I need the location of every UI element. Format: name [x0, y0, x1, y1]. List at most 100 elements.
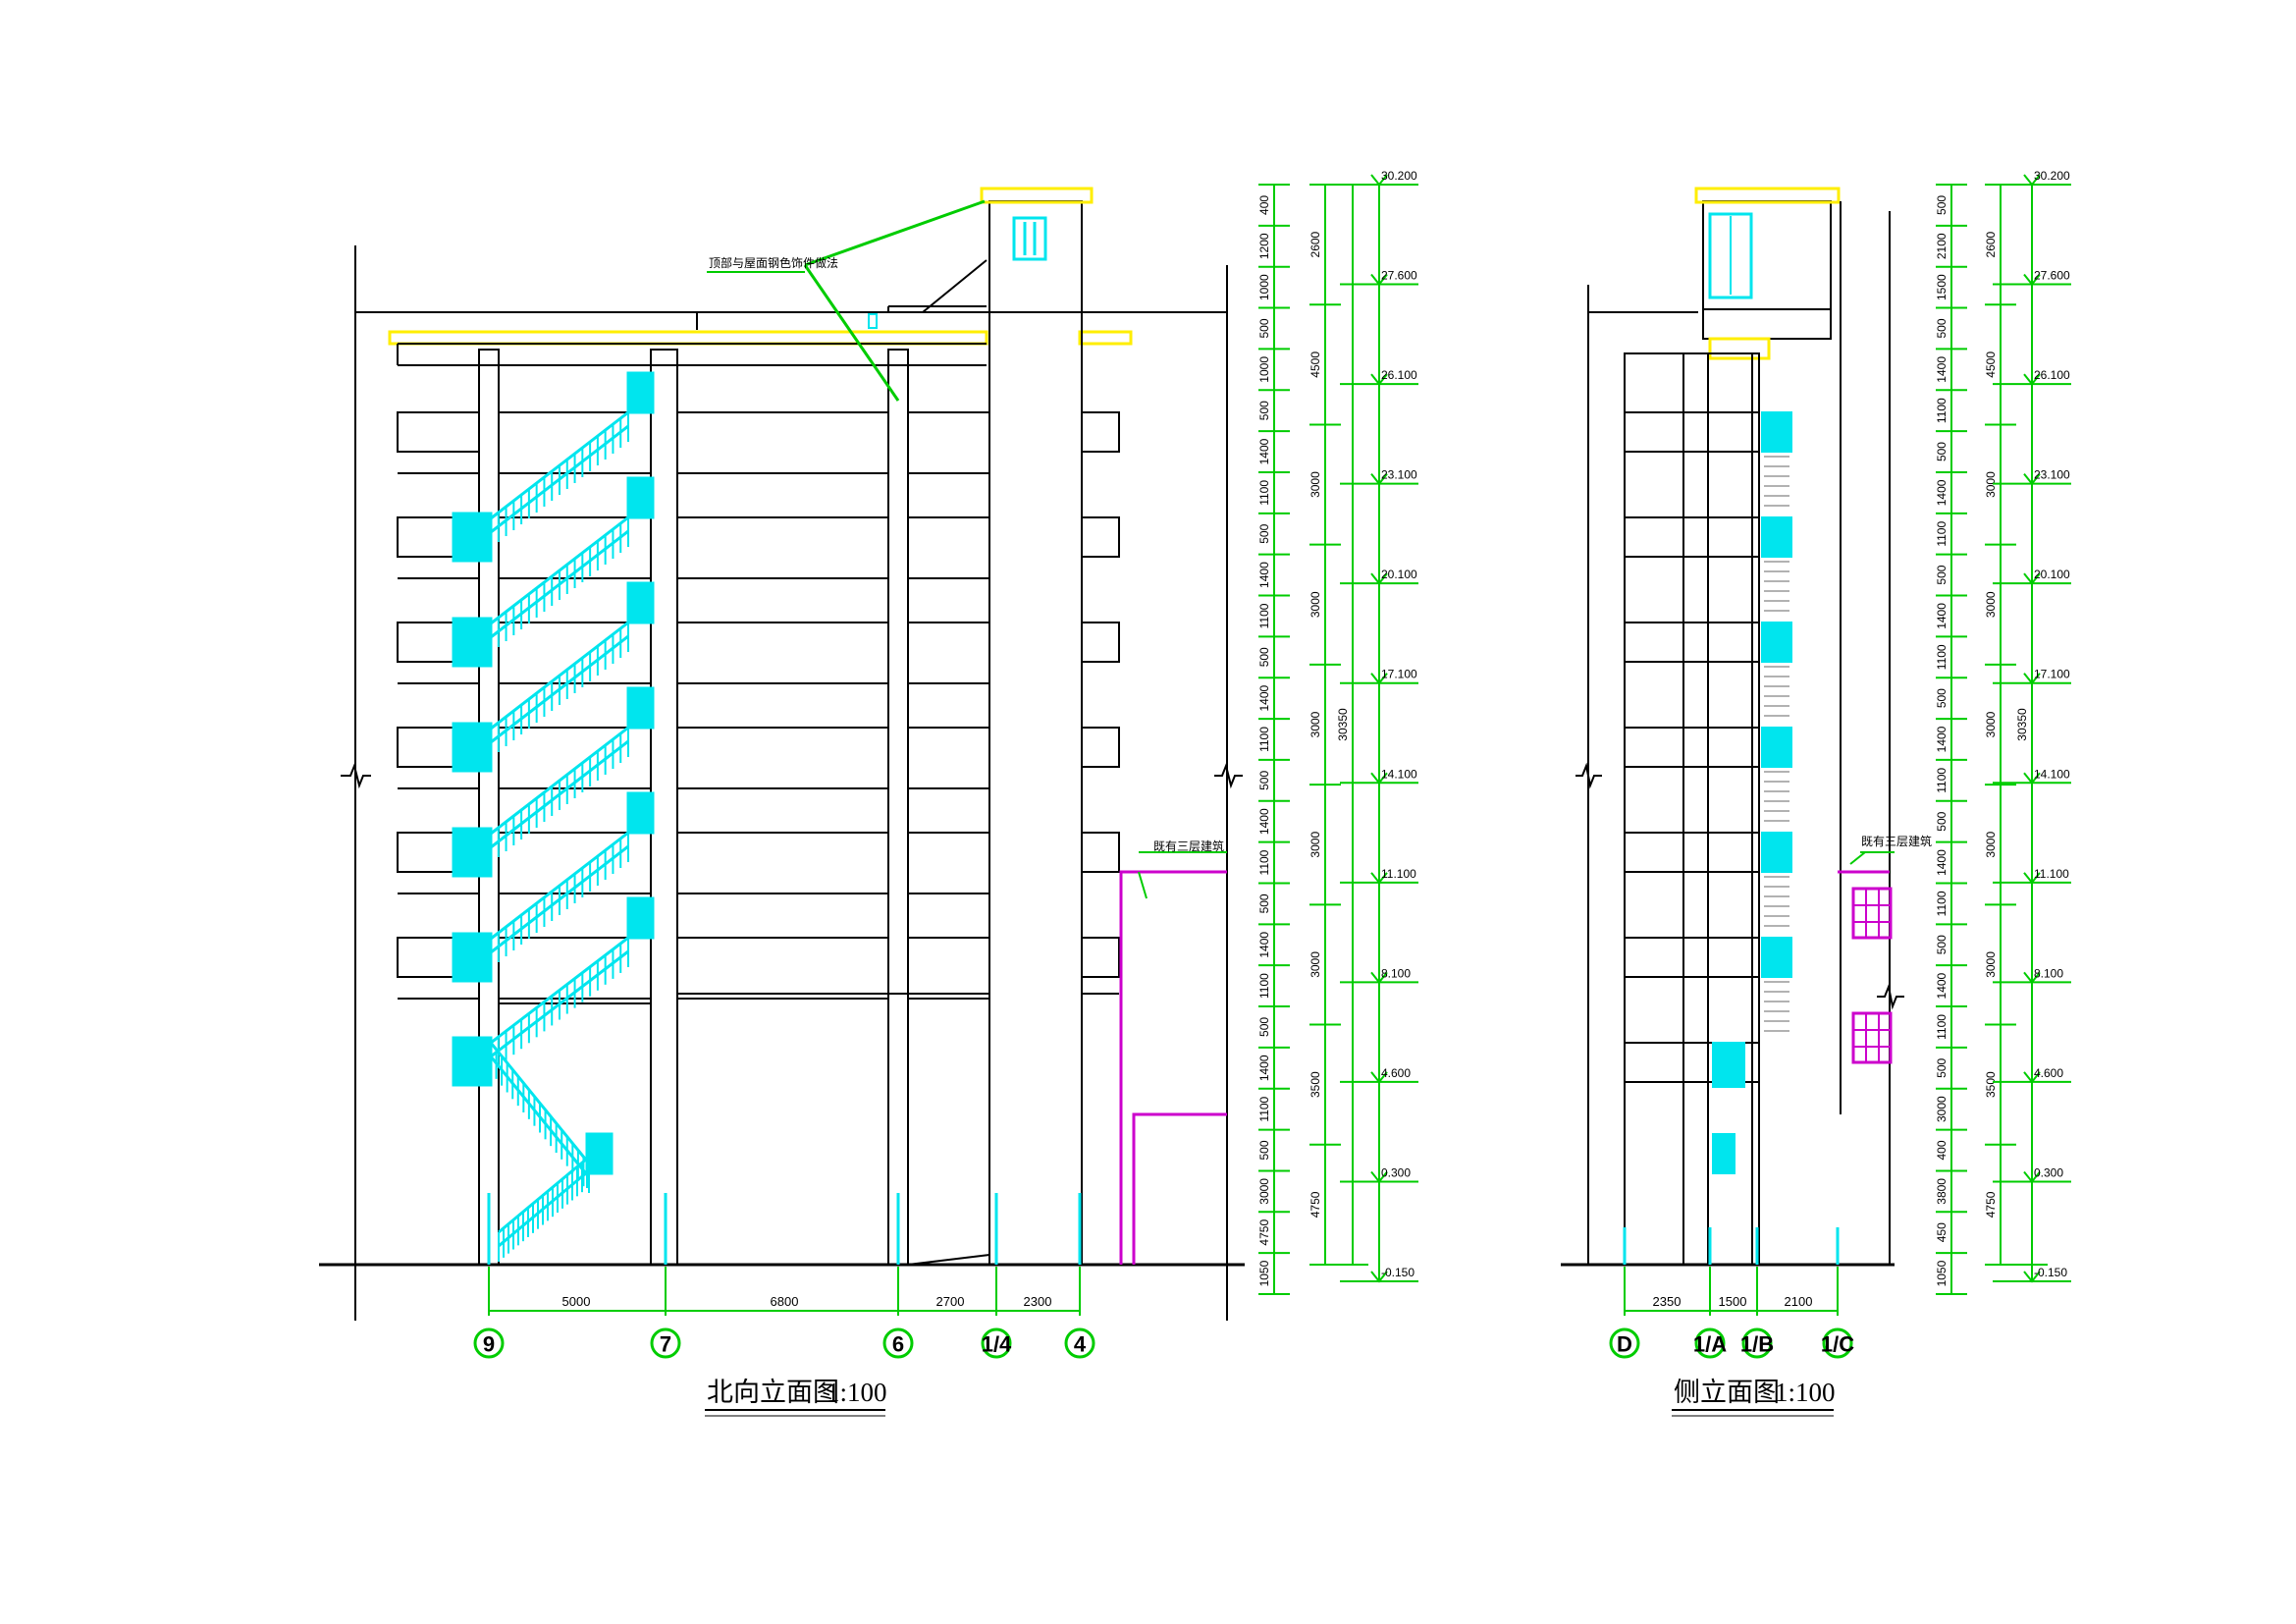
north-axis-bubble [473, 1327, 505, 1359]
side-bottom-dim-1: 2350 [1653, 1294, 1682, 1309]
dimension-value: 500 [1257, 771, 1271, 790]
column-0 [478, 349, 500, 1266]
stair-landing-left [452, 512, 493, 563]
stair-flight-1 [490, 515, 629, 653]
dimension-value: 4750 [1257, 1219, 1271, 1246]
dimension-value: 500 [1935, 442, 1949, 461]
side-adjacent-building-label: 既有三层建筑 [1861, 834, 1932, 848]
level-marker [2023, 872, 2041, 885]
stair-landing [626, 686, 655, 730]
beam-left-0 [397, 411, 480, 453]
dimension-value: 500 [1935, 318, 1949, 338]
dimension-value: 1050 [1935, 1260, 1949, 1286]
side-elevation-title-text: 侧立面图 [1674, 1378, 1780, 1407]
beam-right-4 [907, 832, 990, 894]
dimension-value: 500 [1257, 318, 1271, 338]
dimension-value: 400 [1257, 195, 1271, 215]
side-body-right [1682, 352, 1760, 1266]
tower-window [1012, 216, 1047, 261]
stair-landing [626, 896, 655, 940]
note-leader [804, 199, 986, 267]
north-axis-bubble [650, 1327, 681, 1359]
stair-landing-left [452, 1039, 493, 1087]
roof-note-label: 顶部与屋面钢色饰件做法 [709, 255, 838, 270]
dimension-value: 500 [1257, 893, 1271, 913]
level-marker [2023, 1271, 2041, 1283]
dimension-value: 1400 [1935, 972, 1949, 999]
north-axis-label: 6 [892, 1332, 904, 1357]
stair-landing [626, 791, 655, 835]
dimension-value: 500 [1257, 1140, 1271, 1160]
stair-flight-ground [498, 1157, 588, 1262]
level-marker [2023, 772, 2041, 785]
break-symbol [341, 762, 371, 789]
level-value: -0.150 [2034, 1266, 2067, 1279]
dimension-value: 500 [1257, 1017, 1271, 1037]
beam-right-3 [907, 727, 990, 789]
side-bottom-dim-2: 1500 [1719, 1294, 1747, 1309]
dimension-value: 1100 [1257, 480, 1271, 506]
existing-building-outline [1119, 870, 1227, 1265]
dimension-value: 1100 [1935, 644, 1949, 670]
north-elevation-scale: 1:100 [827, 1378, 887, 1407]
side-stair-panel-low [1712, 1042, 1745, 1088]
side-axis-label: 1/A [1693, 1332, 1727, 1357]
dimension-value: 3000 [1935, 1096, 1949, 1122]
level-marker [1370, 273, 1388, 287]
beam-right-5 [907, 937, 990, 1000]
dimension-value: 3000 [1984, 832, 1998, 858]
dimension-value: 3000 [1984, 711, 1998, 737]
dimension-value: 3000 [1308, 711, 1322, 737]
level-marker [2023, 273, 2041, 287]
side-axis-label: 1/C [1821, 1332, 1854, 1357]
dimension-value: 1000 [1257, 274, 1271, 300]
side-tower-door [1708, 212, 1753, 299]
level-marker [1370, 373, 1388, 386]
column-2 [887, 349, 909, 1266]
dimension-value: 1400 [1257, 808, 1271, 835]
dimension-value: 1100 [1935, 891, 1949, 916]
level-value: 30.200 [1381, 169, 1417, 183]
stair-flight-5 [490, 936, 629, 1072]
north-adjacent-building-label: 既有三层建筑 [1153, 839, 1224, 853]
stair-flight-4 [490, 831, 629, 968]
dimension-value: 4750 [1984, 1191, 1998, 1218]
side-bottom-dim-3: 2100 [1785, 1294, 1813, 1309]
dimension-value: 1100 [1935, 1014, 1949, 1040]
north-elevation-stairs [452, 371, 655, 1262]
parapet-right [1078, 330, 1133, 346]
dimension-value: 3000 [1308, 471, 1322, 498]
north-levels: 30.20027.60026.10023.10020.10017.10014.1… [1340, 169, 1418, 1283]
beam-ext-5 [1081, 937, 1120, 978]
dimension-value: 1000 [1257, 356, 1271, 383]
stair-landing [626, 581, 655, 624]
dimension-value: 3000 [1984, 591, 1998, 618]
dimension-value: 1400 [1257, 562, 1271, 588]
north-elevation-title-text: 北向立面图 [707, 1378, 839, 1407]
side-tower-parapet [1694, 187, 1841, 204]
dimension-value: 400 [1935, 1140, 1949, 1160]
side-axis-bubble [1694, 1327, 1726, 1359]
dimension-value: 30350 [1336, 708, 1350, 741]
roof-slope [922, 259, 988, 313]
beam-ext-4 [1081, 832, 1120, 873]
north-bottom-dim-3: 2700 [936, 1294, 965, 1309]
dimension-value: 3000 [1984, 951, 1998, 978]
level-marker [1370, 1271, 1388, 1283]
beam-mid-3 [676, 727, 889, 789]
level-value: 0.300 [2034, 1165, 2063, 1179]
dimension-value: 1400 [1257, 438, 1271, 464]
side-axis-label: D [1617, 1332, 1632, 1357]
beam-right-1 [907, 516, 990, 579]
dimension-value: 450 [1935, 1222, 1949, 1242]
note-leader [803, 264, 900, 402]
dimension-value: 500 [1935, 811, 1949, 831]
dimension-chains: 4001200100050010005001400110050014001100… [488, 169, 2071, 1316]
level-value: 20.100 [2034, 568, 2070, 581]
side-stair-panel [1761, 727, 1792, 768]
level-value: 23.100 [1381, 468, 1417, 482]
side-axis-bubble [1741, 1327, 1773, 1359]
level-marker [2023, 1071, 2041, 1084]
